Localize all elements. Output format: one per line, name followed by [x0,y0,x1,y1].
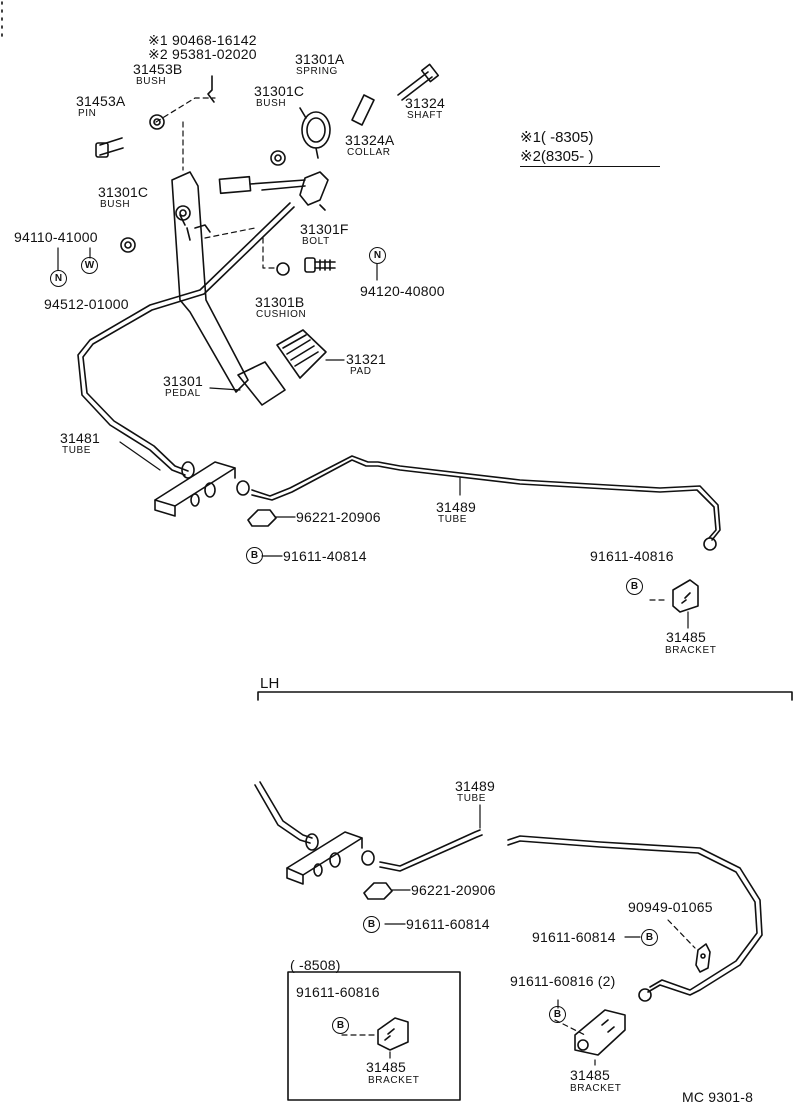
legend-2: ※2(8305- ) [520,149,660,167]
tube-31481 [77,202,295,476]
master-cylinder [218,171,329,211]
union-block-lower [286,831,375,885]
note-ref-1: ※1 90468-16142 [148,32,257,48]
part-number: 31301B [255,294,305,310]
part-number: 91611-60814 [532,929,616,945]
bolt-31301f [304,257,336,273]
bracket-31485-upper [672,579,699,613]
part-number: 31453B [133,61,183,77]
bush-31301c-top [270,150,286,166]
part-number: 31481 [60,430,100,446]
washer-symbol: W [81,257,98,274]
end-fitting-upper [703,537,717,551]
part-number: 31485 [570,1067,610,1083]
part-number: 31489 [455,778,495,794]
part-number: 91611-60816 [296,984,380,1000]
part-number: 96221-20906 [411,882,496,898]
part-name: PEDAL [165,388,201,399]
part-number: 31321 [346,351,386,367]
bracket-31485-lower [574,1009,626,1056]
part-number: 91611-60814 [406,916,490,932]
part-name: TUBE [457,793,487,804]
part-number: 31324 [405,95,445,111]
part-number: 31301A [295,51,345,67]
shaft-31324 [397,63,440,101]
legend-1: ※1( -8305) [520,129,594,146]
inset-range: ( -8508) [290,957,341,973]
part-number: 91611-60816 (2) [510,973,616,989]
bolt-symbol: B [549,1006,566,1023]
pin-31453a [95,137,124,158]
lh-divider [257,691,793,701]
pedal-arm [171,171,249,393]
section-lh: LH [260,675,280,692]
tube-31481-lower [254,781,313,844]
part-name: BRACKET [368,1075,420,1086]
bolt-symbol: B [246,547,263,564]
bolt-symbol: B [332,1017,349,1034]
part-number: 31301C [98,184,149,200]
part-number: 94110-41000 [14,229,98,245]
tube-31489-lower [379,829,763,996]
part-number: 91611-40816 [590,548,674,564]
part-name: TUBE [438,514,468,525]
pad-31321 [276,329,327,379]
bolt-symbol: B [626,578,643,595]
nut-symbol: N [50,270,67,287]
clamp-90949 [695,943,711,973]
part-number: 31453A [76,93,126,109]
bracket-31485-inset [377,1017,409,1051]
note-ref-2: ※2 95381-02020 [148,46,257,62]
part-name: CUSHION [256,309,307,320]
cushion-31301b [276,262,290,276]
end-fitting-lower [638,988,652,1002]
inset-box [287,971,461,1101]
figure-code: MC 9301-8 [682,1089,754,1105]
part-number: 94512-01000 [44,296,129,312]
leader-31481 [119,441,161,471]
spring-31301a [299,107,331,159]
part-name: PIN [78,108,97,119]
part-name: TUBE [62,445,92,456]
leader-31301 [209,387,241,391]
bush-31453b [149,114,165,130]
bush-31301c-left [120,237,136,253]
part-name: BUSH [256,98,287,109]
part-number: 90949-01065 [628,899,713,915]
part-name: BRACKET [570,1083,622,1094]
union-block-upper [154,461,250,517]
clip-96221-lower [363,882,393,900]
part-number: 31301 [163,373,203,389]
clip-symbol [207,75,215,103]
part-name: SHAFT [407,110,443,121]
part-number: 31301F [300,221,349,237]
collar-31324a [351,94,375,126]
part-number: 31485 [366,1059,406,1075]
part-name: PAD [350,366,372,377]
part-number: 31301C [254,83,305,99]
part-number: 31485 [666,629,706,645]
pedal-foot [237,361,286,406]
nut-symbol: N [369,247,386,264]
bolt-symbol: B [641,929,658,946]
bolt-symbol: B [363,916,380,933]
part-name: BUSH [136,76,167,87]
part-number: 31489 [436,499,476,515]
part-name: SPRING [296,66,338,77]
part-number: 91611-40814 [283,548,367,564]
part-number: 94120-40800 [360,283,445,299]
leader-dashes [155,97,669,601]
tube-31489-upper [251,455,721,541]
part-number: 31324A [345,132,395,148]
part-name: COLLAR [347,147,391,158]
part-name: BRACKET [665,645,717,656]
part-name: BUSH [100,199,131,210]
clip-96221-upper [247,509,277,527]
part-number: 96221-20906 [296,509,381,525]
part-name: BOLT [302,236,330,247]
